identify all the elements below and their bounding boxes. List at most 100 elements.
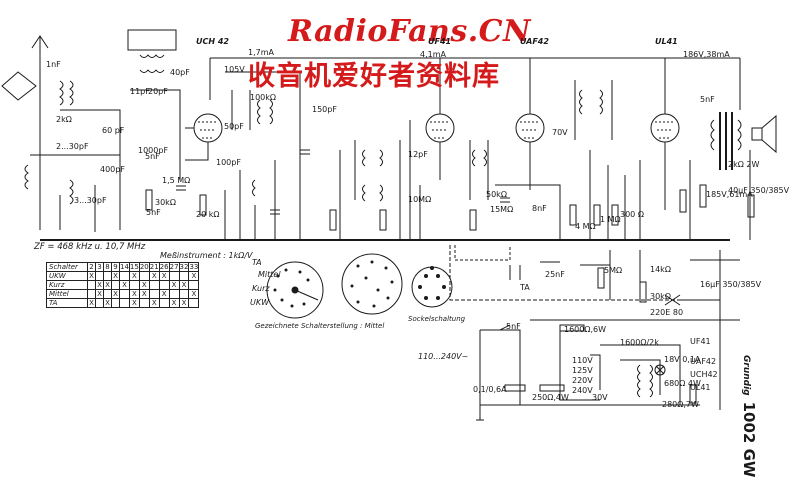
switch-table-col-21: 21 — [148, 262, 160, 272]
switch-table-cell — [158, 280, 170, 290]
switch-table-row-label: Mittel — [46, 289, 88, 299]
component-label-c16uf: 16μF 350/385V — [700, 280, 762, 289]
component-label-ta-in: TA — [520, 283, 530, 292]
switch-table-cell: X — [128, 271, 140, 281]
component-label-r1600-2k: 1600Ω/2k — [620, 338, 659, 347]
component-label-r30k-a: 30kΩ — [155, 198, 176, 207]
switch-table-cell — [111, 298, 120, 308]
switch-table-cell: X — [158, 289, 170, 299]
tube-label-ul41: UL41 — [655, 37, 678, 46]
component-label-v70: 70V — [552, 128, 568, 137]
switch-table-cell — [148, 280, 160, 290]
switch-table-col-15: 15 — [128, 262, 140, 272]
switch-table-cell — [95, 271, 104, 281]
component-label-c11pf: 11pF — [130, 87, 150, 96]
switch-table-col-8: 8 — [103, 262, 112, 272]
component-label-ma-17: 1,7mA — [248, 48, 274, 57]
switch-table-cell: X — [103, 280, 112, 290]
component-label-r4m: 4 MΩ — [575, 222, 596, 231]
tube-label-uch42: UCH 42 — [196, 37, 229, 46]
switch-table-cell: X — [178, 280, 190, 290]
switch-table-cell: X — [128, 289, 140, 299]
component-label-r680: 680Ω 4W — [664, 379, 701, 388]
component-label-r5m: 5MΩ — [604, 266, 623, 275]
switch-table-cell: X — [168, 298, 180, 308]
switch-table-cell — [128, 280, 140, 290]
component-label-v220: 220V — [572, 376, 593, 385]
component-label-r50k: 50kΩ — [486, 190, 507, 199]
switch-table-cell: X — [103, 298, 112, 308]
switch-table-cell — [119, 289, 130, 299]
switch-table-cell: X — [188, 271, 200, 281]
switch-table-cell — [148, 289, 160, 299]
switch-table-cell — [138, 298, 150, 308]
switch-diagram — [266, 253, 453, 319]
component-label-c40uf: 40μF 350/385V — [728, 186, 790, 195]
component-label-c40pf: 40pF — [170, 68, 190, 77]
switch-table-cell: X — [158, 271, 170, 281]
switch-pos-ukw: UKW — [250, 298, 270, 307]
model-designation: Grundig1002 GW — [740, 355, 758, 477]
component-label-r2k-2w: 2kΩ 2W — [728, 160, 760, 169]
component-label-uf41b: UF41 — [690, 337, 711, 346]
component-label-r300: 300 Ω — [620, 210, 644, 219]
watermark-title: RadioFans.CN — [288, 14, 531, 49]
component-label-v185: 185V,61mA — [706, 190, 753, 199]
component-label-uaf42b: UAF42 — [690, 357, 717, 366]
component-label-r1600: 1600Ω,6W — [564, 325, 607, 334]
switch-table-cell — [138, 271, 150, 281]
switch-pos-kurz: Kurz — [252, 284, 270, 293]
switch-table-cell: X — [111, 271, 120, 281]
switch-table-col-2: 2 — [87, 262, 96, 272]
component-label-v18: 18V 0,1A — [664, 355, 701, 364]
component-label-e80: 220E 80 — [650, 308, 684, 317]
switch-table-cell: X — [87, 271, 96, 281]
switch-caption: Gezeichnete Schalterstellung : Mittel — [255, 322, 385, 330]
schematic-sheet: RadioFans.CN 收音机爱好者资料库 UCH 42 UF41 UAF42… — [1, 14, 790, 477]
component-label-c100pf: 100pF — [216, 158, 241, 167]
component-label-c12pf: 12pF — [408, 150, 428, 159]
component-label-c8nf: 8nF — [532, 204, 547, 213]
switch-table-corner: Schalter — [46, 262, 88, 272]
component-label-r15m-b: 15MΩ — [490, 205, 514, 214]
switch-table-cell — [103, 271, 112, 281]
if-frequency-note: ZF = 468 kHz u. 10,7 MHz — [34, 242, 146, 252]
component-label-v110: 110V — [572, 356, 593, 365]
component-label-r14k: 14kΩ — [650, 265, 671, 274]
switch-table-cell: X — [178, 298, 190, 308]
switch-table-cell: X — [95, 289, 104, 299]
tube-label-uaf42: UAF42 — [520, 37, 549, 46]
switch-table-cell — [168, 271, 180, 281]
switch-table-col-27: 27 — [168, 262, 180, 272]
component-label-r1m: 1 MΩ — [600, 215, 621, 224]
switch-table-cell: X — [148, 271, 160, 281]
switch-table-col-9: 9 — [111, 262, 120, 272]
component-label-r20k: 20 kΩ — [196, 210, 220, 219]
switch-table-cell — [103, 289, 112, 299]
switch-table-row-label: TA — [46, 298, 88, 308]
component-label-c20pf: 20pF — [148, 87, 168, 96]
component-label-c5nf-d: 5nF — [506, 322, 521, 331]
switch-table-cell: X — [148, 298, 160, 308]
switch-table-cell — [111, 280, 120, 290]
component-label-c60pf: 60 pF — [102, 126, 125, 135]
switch-table-row-label: Kurz — [46, 280, 88, 290]
component-label-v186: 186V,38mA — [683, 50, 730, 59]
switch-table-cell — [87, 280, 96, 290]
component-label-r250: 250Ω,4W — [532, 393, 569, 402]
meter-note: Meßinstrument : 1kΩ/V — [160, 251, 253, 260]
schematic-wiring — [1, 29, 777, 421]
switch-table-cell: X — [188, 289, 200, 299]
component-label-c2-30pf: 2...30pF — [56, 142, 89, 151]
component-label-c1000pf: 1000pF — [138, 146, 169, 155]
switch-table-col-32: 32 — [178, 262, 190, 272]
switch-table-cell — [168, 289, 180, 299]
switch-table-cell — [188, 280, 200, 290]
switch-table-cell — [95, 298, 104, 308]
switch-table-col-33: 33 — [188, 262, 200, 272]
switch-table-cell — [119, 298, 130, 308]
